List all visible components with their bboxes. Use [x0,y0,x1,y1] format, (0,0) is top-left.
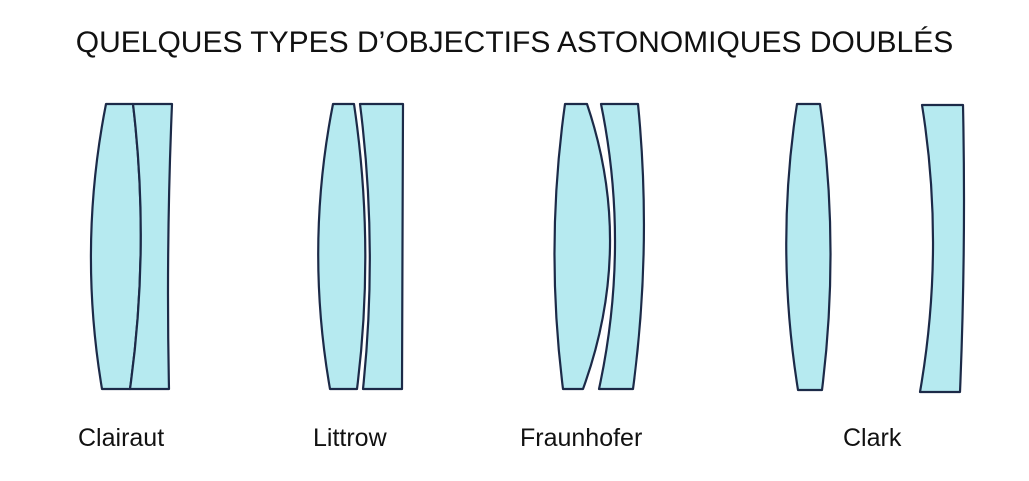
fraunhofer-doublet [553,102,646,391]
label-littrow: Littrow [313,424,387,452]
label-fraunhofer: Fraunhofer [520,424,643,452]
clark-doublet [785,102,966,394]
clairaut-back-lens [128,102,174,391]
fraunhofer-back-lens [597,102,646,391]
label-clark: Clark [843,424,902,452]
label-clairaut: Clairaut [78,424,165,452]
clairaut-front-lens [89,102,142,391]
fraunhofer-front-lens [553,102,612,391]
clairaut-doublet [89,102,174,391]
littrow-doublet [317,102,405,391]
clark-back-lens [918,103,966,394]
littrow-back-lens [358,102,405,391]
clark-front-lens [785,102,832,392]
diagram-title: QUELQUES TYPES D’OBJECTIFS ASTONOMIQUES … [75,26,954,59]
littrow-front-lens [317,102,367,391]
